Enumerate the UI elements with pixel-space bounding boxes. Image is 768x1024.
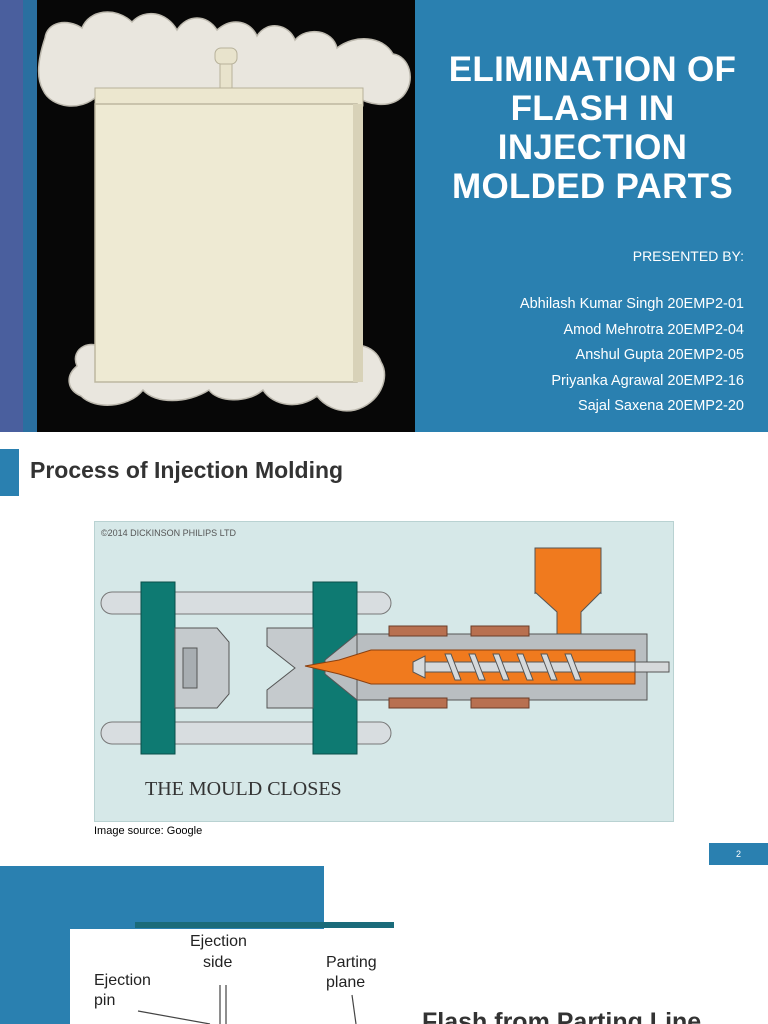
image-source: Image source: Google bbox=[94, 825, 203, 837]
injection-molding-diagram: ©2014 DICKINSON PHILIPS LTD bbox=[94, 521, 674, 822]
presented-by-label: PRESENTED BY: bbox=[632, 248, 744, 264]
page-number: 2 bbox=[709, 843, 768, 865]
presenter-name: Abhilash Kumar Singh 20EMP2-01 bbox=[519, 296, 744, 312]
presenter-name: Amod Mehrotra 20EMP2-04 bbox=[563, 321, 744, 338]
slide-title: ELIMINATION OF FLASH IN INJECTION MOLDED… bbox=[448, 50, 737, 206]
label-ejection: Ejection bbox=[190, 933, 247, 950]
label-plane: plane bbox=[326, 974, 366, 991]
presenter-name: Priyanka Agrawal 20EMP2-16 bbox=[551, 372, 744, 389]
slide-heading: Flash from Parting Line bbox=[422, 1008, 702, 1024]
machine-diagram: ©2014 DICKINSON PHILIPS LTD bbox=[100, 528, 670, 800]
side-strip bbox=[0, 0, 23, 432]
side-strip-inner bbox=[23, 0, 37, 432]
title-slide: ELIMINATION OF FLASH IN INJECTION MOLDED… bbox=[0, 0, 768, 432]
title-accent-bar bbox=[0, 449, 19, 496]
process-slide: Process of Injection Molding ©2014 DICKI… bbox=[0, 437, 768, 865]
presenter-name: Sajal Saxena 20EMP2-20 bbox=[577, 398, 744, 414]
parting-line-diagram: Ejection side Parting plane Ejection pin bbox=[70, 929, 394, 1024]
teal-rule bbox=[135, 922, 394, 928]
label-pin: pin bbox=[94, 992, 116, 1009]
molded-part-photo bbox=[37, 11, 411, 412]
slide-gap bbox=[0, 432, 768, 437]
slide-title: Process of Injection Molding bbox=[30, 457, 344, 483]
figure-copyright: ©2014 DICKINSON PHILIPS LTD bbox=[101, 528, 237, 538]
flash-slide: Ejection side Parting plane Ejection pin… bbox=[0, 866, 768, 1024]
label-parting: Parting bbox=[326, 954, 377, 971]
label-side: side bbox=[203, 954, 233, 971]
diagram-lines bbox=[137, 985, 357, 1024]
presenter-list: Abhilash Kumar Singh 20EMP2-01 Amod Mehr… bbox=[520, 292, 744, 420]
label-ejection-pin: Ejection bbox=[94, 972, 151, 989]
diagram-caption: THE MOULD CLOSES bbox=[145, 778, 342, 800]
presenter-name: Anshul Gupta 20EMP2-05 bbox=[575, 347, 744, 363]
